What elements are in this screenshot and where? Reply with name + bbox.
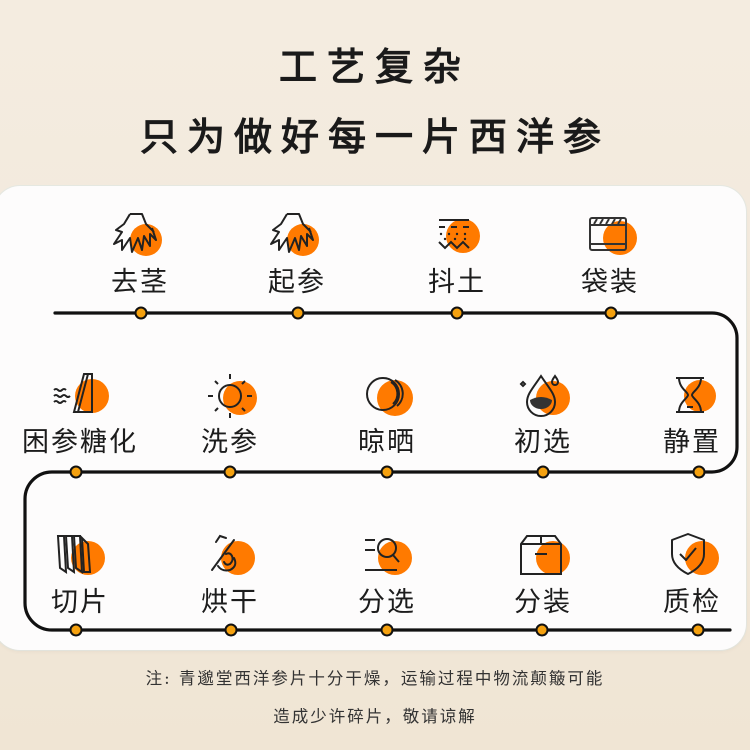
step-bag: 袋装 [550,210,670,299]
page-title: 工艺复杂 [278,44,471,89]
step-label: 袋装 [581,267,639,298]
step-lift-ginseng: 起参 [237,210,357,299]
step-label: 初选 [514,427,572,458]
step-label: 抖土 [428,267,486,298]
step-wash: 洗参 [170,370,290,459]
step-subpack: 分装 [483,530,603,619]
step-slice: 切片 [20,530,140,619]
step-label: 洗参 [201,427,259,458]
step-remove-stem: 去茎 [80,210,200,299]
ginseng-root-icon [265,210,329,258]
shipping-note-line1: 注: 青邈堂西洋参片十分干燥，运输过程中物流颠簸可能 [145,669,605,688]
saccharify-icon [48,370,112,418]
step-sort: 分选 [327,530,447,619]
soil-shake-icon [425,210,489,258]
bake-dry-icon [198,530,262,578]
box-pack-icon [511,530,575,578]
moon-dry-icon [355,370,419,418]
step-label: 静置 [663,427,721,458]
step-rest: 静置 [632,370,750,459]
step-label: 分装 [514,587,572,618]
sun-wash-icon [198,370,262,418]
step-label: 烘干 [201,587,259,618]
page-subtitle: 只为做好每一片西洋参 [139,114,610,159]
sort-search-icon [355,530,419,578]
hourglass-icon [660,370,724,418]
step-label: 切片 [51,587,109,618]
step-label: 起参 [268,267,326,298]
shipping-note-line2: 造成少许碎片，敬请谅解 [273,707,477,726]
step-label: 困参糖化 [22,427,138,458]
step-label: 晾晒 [358,427,416,458]
step-initial-select: 初选 [483,370,603,459]
step-shake-soil: 抖土 [397,210,517,299]
step-bake: 烘干 [170,530,290,619]
ginseng-root-icon [108,210,172,258]
slices-icon [48,530,112,578]
step-label: 质检 [663,587,721,618]
step-saccharify: 困参糖化 [20,370,140,459]
bag-pack-icon [578,210,642,258]
step-label: 去茎 [111,267,169,298]
step-label: 分选 [358,587,416,618]
step-inspect: 质检 [632,530,750,619]
step-sun-dry: 晾晒 [327,370,447,459]
shield-check-icon [660,530,724,578]
water-drop-icon [511,370,575,418]
